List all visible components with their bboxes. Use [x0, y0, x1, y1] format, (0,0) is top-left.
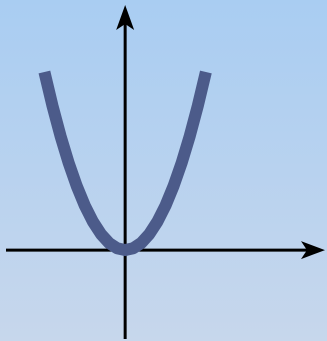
- y-axis-arrow: [116, 5, 135, 30]
- series-layer: [38, 70, 212, 257]
- series-line-0: [38, 70, 212, 257]
- x-axis-arrow: [301, 241, 325, 260]
- axes: [6, 5, 325, 339]
